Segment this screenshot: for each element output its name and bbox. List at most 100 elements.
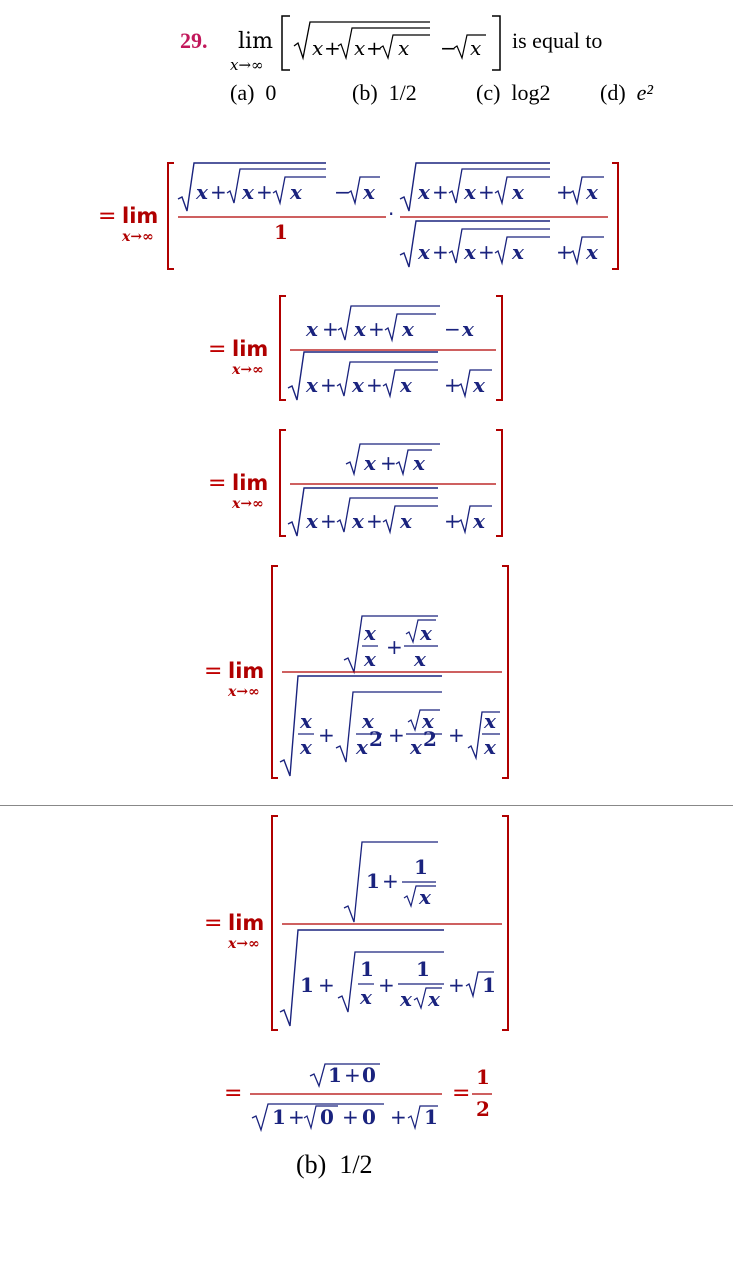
svg-text:=: =: [208, 337, 226, 362]
step5-lim: lim: [228, 911, 264, 935]
svg-text:x: x: [399, 509, 413, 533]
option-d-label: (d): [600, 80, 626, 105]
svg-text:+: +: [322, 317, 339, 341]
svg-text:+: +: [324, 36, 341, 60]
step2-lim: lim: [232, 337, 268, 361]
step4-lim: lim: [228, 659, 264, 683]
svg-text:+: +: [432, 180, 449, 204]
svg-text:2: 2: [369, 727, 383, 751]
svg-text:x: x: [418, 885, 432, 909]
svg-text:x: x: [361, 709, 375, 733]
svg-text:+: +: [444, 509, 461, 533]
svg-text:x: x: [363, 647, 377, 671]
svg-text:0: 0: [320, 1105, 334, 1129]
svg-text:+: +: [366, 36, 383, 60]
svg-text:1: 1: [482, 973, 496, 997]
svg-text:x: x: [413, 647, 427, 671]
svg-text:+: +: [210, 180, 227, 204]
svg-text:x: x: [354, 36, 365, 60]
option-c: (c) log2: [476, 80, 551, 106]
svg-text:+: +: [320, 509, 337, 533]
svg-text:x: x: [483, 735, 497, 759]
svg-text:x: x: [421, 709, 435, 733]
svg-text:x: x: [362, 180, 376, 204]
svg-text:x: x: [417, 180, 431, 204]
svg-text:x: x: [363, 451, 377, 475]
answer-label: (b): [296, 1150, 327, 1179]
option-b-label: (b): [352, 80, 378, 105]
question-tail: is equal to: [512, 28, 603, 53]
solution-step-5: = lim x→∞ 1 + 1 x 1 + 1 x + 1 x x + 1: [204, 815, 509, 1031]
step2-lim-sub: x→∞: [231, 362, 264, 378]
final-result-num: 1: [476, 1065, 490, 1089]
svg-text:+: +: [318, 723, 335, 747]
svg-text:1: 1: [300, 973, 314, 997]
svg-text:+: +: [342, 1105, 359, 1129]
svg-text:x: x: [195, 180, 209, 204]
solution-step-1: = lim x→∞ x+ x+ x − x 1 · x+ x+ x + x x+…: [98, 162, 619, 270]
svg-text:x: x: [399, 987, 413, 1011]
solution-step-2: = lim x→∞ x+ x+ x − x x+ x+ x + x: [208, 295, 503, 401]
solution-final: = 1 + 0 1 + 0 + 0 + 1 = 1 2: [224, 1063, 492, 1133]
svg-text:+: +: [390, 1105, 407, 1129]
step3-lim-sub: x→∞: [231, 496, 264, 512]
option-d: (d) e²: [600, 80, 653, 106]
question-number: 29.: [180, 28, 208, 53]
step4-lim-sub: x→∞: [227, 684, 260, 700]
svg-text:·: ·: [388, 202, 394, 226]
svg-text:+: +: [478, 240, 495, 264]
svg-text:x: x: [305, 373, 319, 397]
svg-text:=: =: [208, 471, 226, 496]
svg-text:+: +: [380, 451, 397, 475]
step1-denom-one: 1: [274, 220, 288, 244]
svg-text:x: x: [511, 240, 525, 264]
svg-text:+: +: [386, 635, 403, 659]
question-lim-sub: x→∞: [230, 56, 264, 72]
option-a: (a) 0: [230, 80, 276, 106]
svg-text:x: x: [470, 36, 481, 60]
option-b: (b) 1/2: [352, 80, 417, 106]
svg-text:=: =: [204, 911, 222, 936]
svg-text:x: x: [353, 317, 367, 341]
option-b-value: 1/2: [388, 80, 417, 105]
option-c-label: (c): [476, 80, 501, 105]
svg-text:+: +: [368, 317, 385, 341]
svg-text:x: x: [483, 709, 497, 733]
step5-lim-sub: x→∞: [227, 936, 260, 952]
svg-text:−: −: [334, 180, 351, 204]
svg-text:x: x: [419, 621, 433, 645]
svg-text:1: 1: [366, 869, 380, 893]
svg-text:=: =: [452, 1081, 470, 1106]
svg-text:x: x: [241, 180, 255, 204]
option-a-label: (a): [230, 80, 255, 105]
svg-text:0: 0: [362, 1105, 376, 1129]
step1-lim: lim: [122, 204, 158, 228]
svg-text:1: 1: [360, 957, 374, 981]
svg-text:x: x: [399, 373, 413, 397]
svg-text:x: x: [351, 373, 365, 397]
svg-text:1: 1: [416, 957, 430, 981]
question-lim: lim: [238, 29, 273, 54]
svg-text:+: +: [556, 240, 573, 264]
svg-text:+: +: [382, 869, 399, 893]
svg-text:x: x: [417, 240, 431, 264]
svg-text:x: x: [585, 180, 599, 204]
option-c-value: log2: [511, 80, 551, 105]
option-d-value: e²: [636, 80, 654, 105]
step3-lim: lim: [232, 471, 268, 495]
svg-text:x: x: [409, 735, 423, 759]
svg-text:1: 1: [414, 855, 428, 879]
svg-text:+: +: [366, 373, 383, 397]
svg-text:x: x: [299, 709, 313, 733]
svg-text:x: x: [305, 509, 319, 533]
final-num-zero: 0: [362, 1063, 376, 1087]
svg-text:+: +: [344, 1063, 361, 1087]
svg-text:+: +: [256, 180, 273, 204]
svg-text:1: 1: [272, 1105, 286, 1129]
svg-text:x: x: [427, 987, 441, 1011]
svg-text:x: x: [461, 317, 475, 341]
svg-text:x: x: [511, 180, 525, 204]
svg-text:x: x: [401, 317, 415, 341]
svg-text:x: x: [289, 180, 303, 204]
